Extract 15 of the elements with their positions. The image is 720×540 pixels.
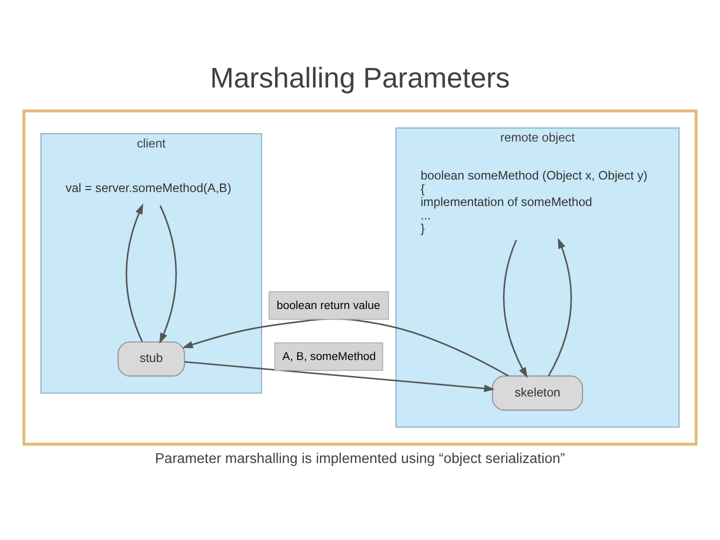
edge-label: boolean return value: [276, 300, 380, 312]
arrow: [126, 204, 144, 342]
caption: Parameter marshalling is implemented using “object serialization”: [154, 451, 566, 468]
arrow: [182, 318, 509, 377]
node-text: val = server.someMethod(A,B): [66, 180, 232, 195]
node-text: boolean someMethod (Object x, Object y) { implementation of someMethod ... }: [420, 168, 648, 236]
arrow: [184, 361, 495, 392]
arrow: [503, 240, 528, 378]
edge-label: A, B, someMethod: [282, 351, 376, 364]
cluster: [22, 110, 698, 446]
node-box: stub: [118, 341, 185, 376]
node-box: skeleton: [492, 376, 583, 411]
arrow: [159, 205, 177, 344]
arrow: [548, 238, 572, 376]
diagram-title: Marshalling Parameters: [210, 62, 510, 94]
